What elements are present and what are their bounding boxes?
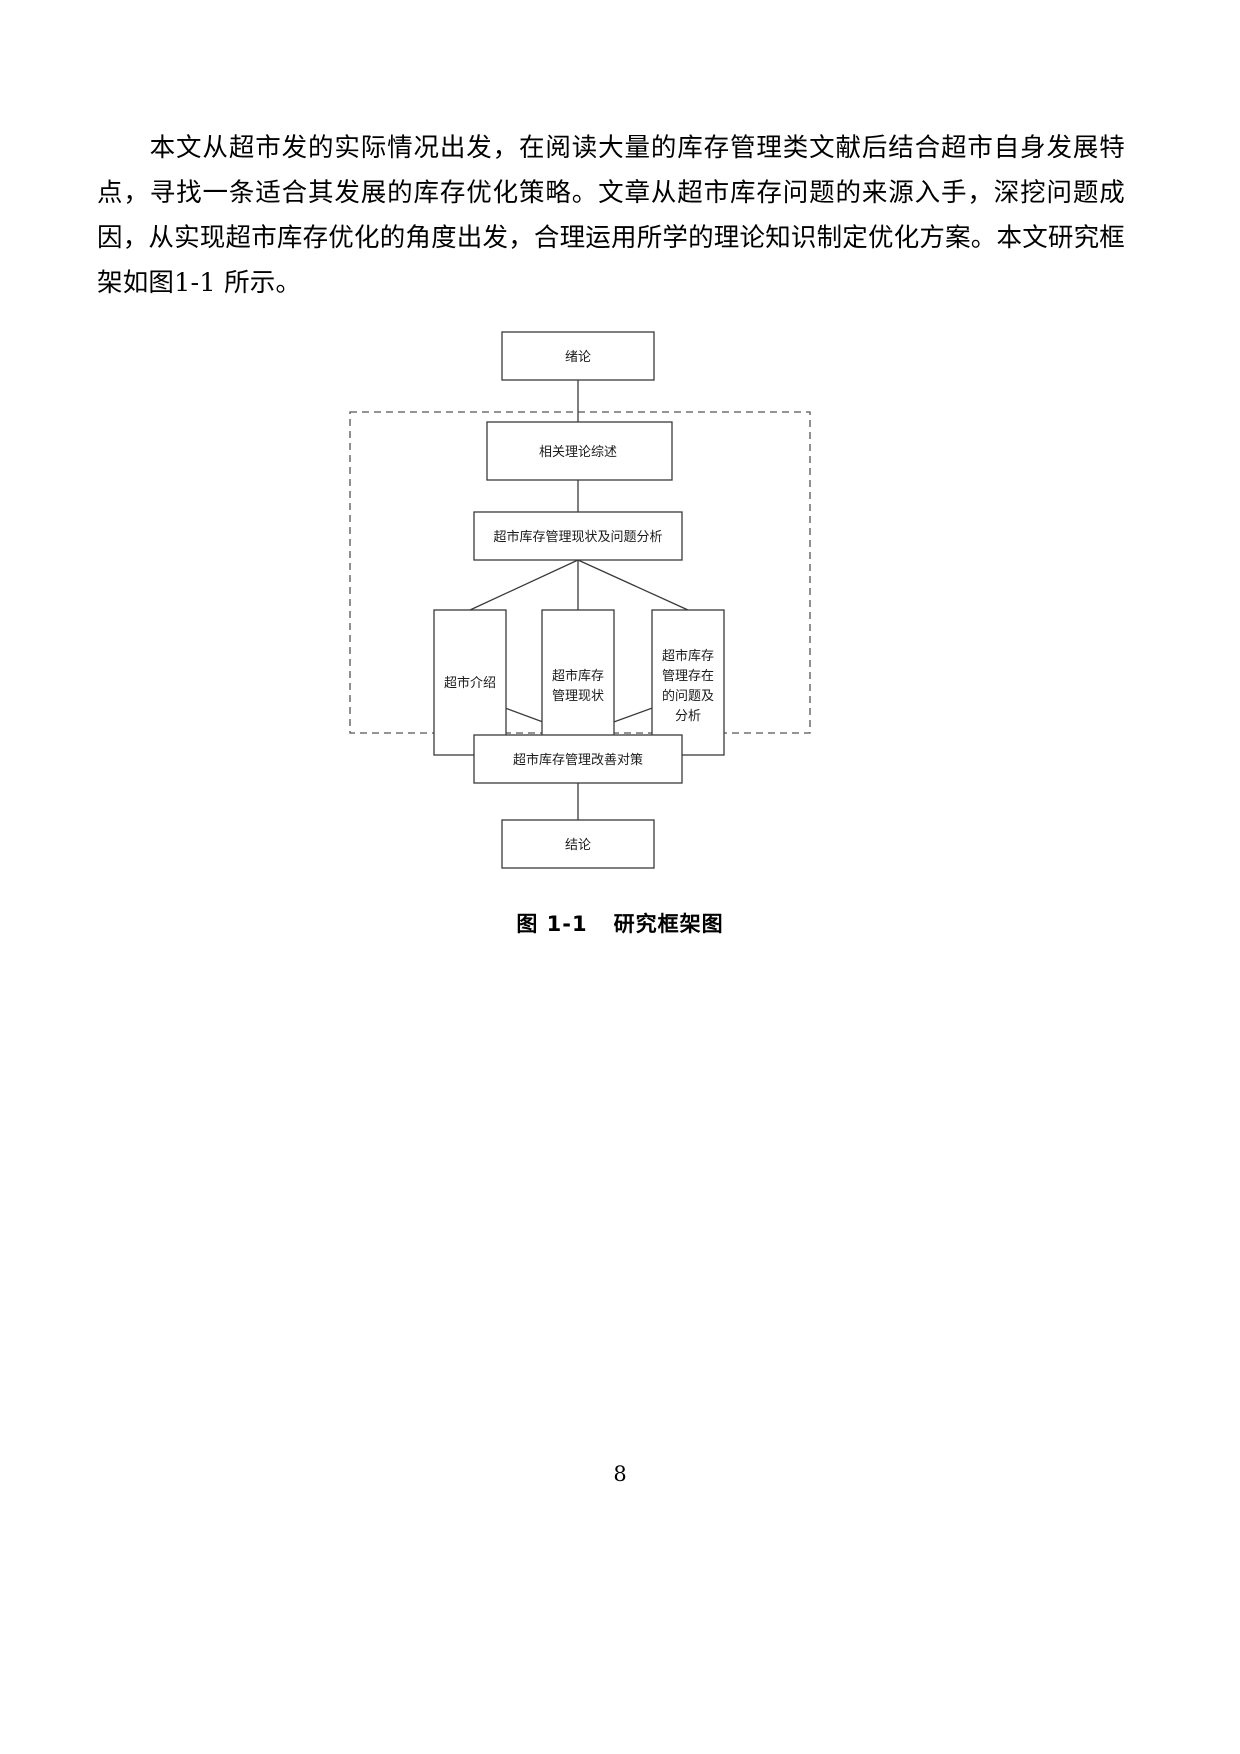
flow-box-sub-problems-label-line2: 管理存在 (662, 669, 714, 684)
flow-box-improvement-rect (473, 734, 683, 784)
flow-box-sub-problems-label-line1: 超市库存 (662, 648, 714, 664)
flow-box-status-analysis-rect (473, 511, 683, 561)
flow-box-status-analysis-label: 超市库存管理现状及问题分析 (493, 529, 662, 545)
flow-box-conclusion-rect (501, 819, 655, 869)
connector-status-to-sub3 (577, 559, 689, 611)
flow-box-sub-problems-label-line3: 的问题及 (662, 688, 714, 704)
flow-box-sub-problems-label-line4: 分析 (675, 709, 701, 724)
flow-box-sub-status-rect (541, 609, 615, 756)
flow-box-conclusion-label: 结论 (565, 838, 591, 853)
figure-caption-label: 图 1-1 (516, 912, 588, 936)
flow-box-sub-intro: 超市介绍 (433, 609, 507, 756)
flow-box-sub-status-label-line1: 超市库存 (552, 668, 604, 684)
flow-box-conclusion: 结论 (501, 819, 655, 869)
flow-box-theory-review-rect (486, 421, 673, 481)
flow-box-improvement-label: 超市库存管理改善对策 (513, 752, 643, 768)
flow-box-intro-label: 绪论 (565, 350, 591, 365)
research-framework-diagram: 绪论 相关理论综述 超市库存管理现状及问题分析 超市介绍 超市库存 管理 (0, 290, 1240, 890)
flow-box-sub-status-label-line2: 管理现状 (552, 689, 604, 704)
flow-box-sub-problems: 超市库存 管理存在 的问题及 分析 (651, 609, 725, 756)
flow-box-improvement: 超市库存管理改善对策 (473, 734, 683, 784)
paragraph-text: 本文从超市发的实际情况出发，在阅读大量的库存管理类文献后结合超市自身发展特点，寻… (97, 133, 1126, 298)
body-paragraph: 本文从超市发的实际情况出发，在阅读大量的库存管理类文献后结合超市自身发展特点，寻… (97, 126, 1125, 306)
flow-box-theory-review-label: 相关理论综述 (539, 445, 617, 460)
page-number: 8 (613, 1462, 627, 1486)
flow-box-sub-problems-rect (651, 609, 725, 756)
flow-box-sub-status: 超市库存 管理现状 (541, 609, 615, 756)
flow-box-intro-rect (501, 331, 655, 381)
flow-box-intro: 绪论 (501, 331, 655, 381)
flow-box-status-analysis: 超市库存管理现状及问题分析 (473, 511, 683, 561)
connector-status-to-sub1 (469, 559, 579, 611)
figure-caption-title: 研究框架图 (613, 912, 724, 936)
figure-caption: 图 1-1 研究框架图 (0, 908, 1240, 938)
flowchart-svg: 绪论 相关理论综述 超市库存管理现状及问题分析 超市介绍 超市库存 管理 (349, 331, 811, 869)
flow-box-theory-review: 相关理论综述 (486, 421, 673, 481)
flow-box-sub-intro-label: 超市介绍 (444, 675, 496, 691)
flow-box-sub-intro-rect (433, 609, 507, 756)
